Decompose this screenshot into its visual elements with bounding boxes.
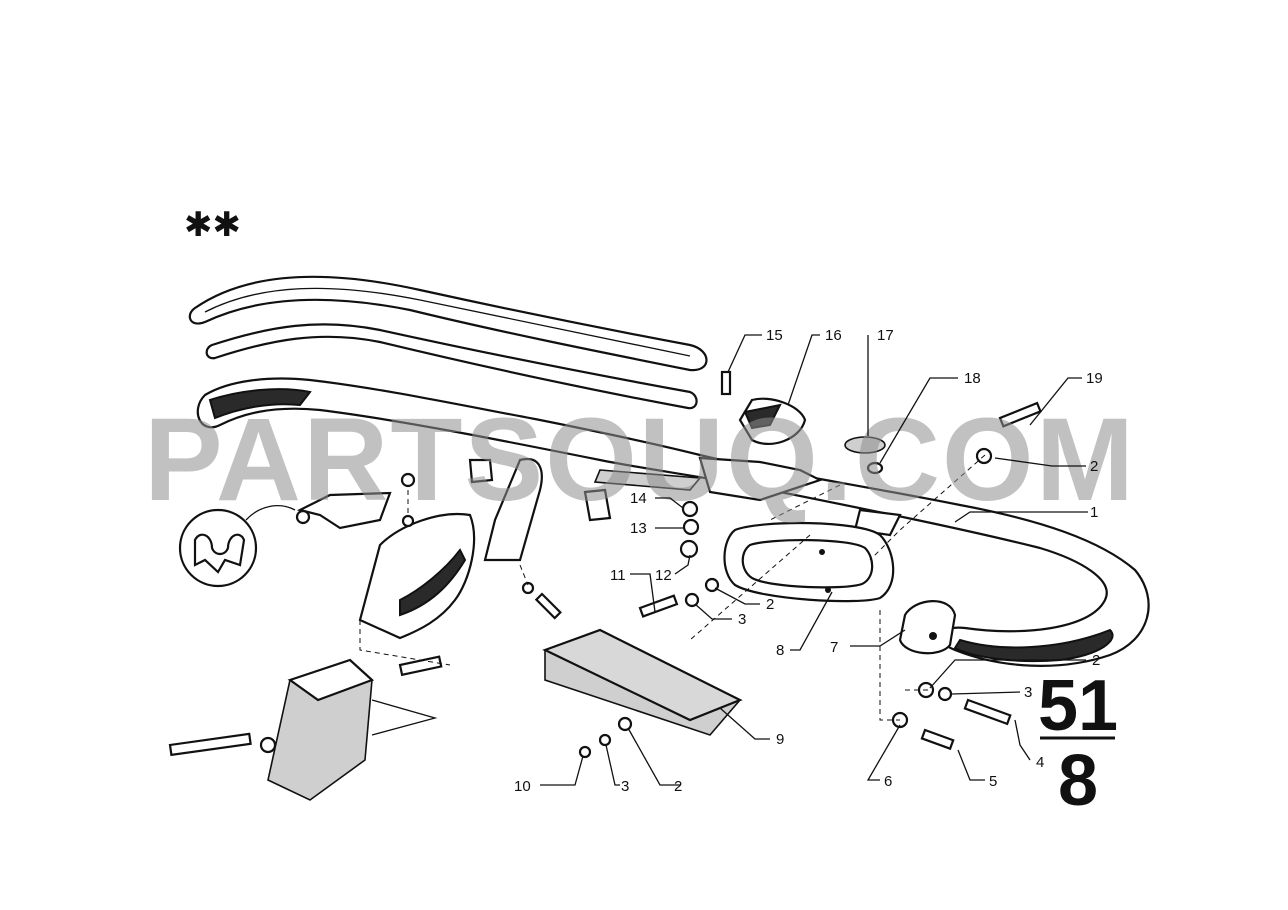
callout-12: 12 bbox=[655, 567, 672, 584]
foam-block bbox=[267, 658, 375, 801]
callout-15: 15 bbox=[766, 327, 783, 344]
group-number-bottom: 8 bbox=[1058, 741, 1098, 821]
callout-labels: 1 2 2 2 2 3 3 3 4 5 6 7 8 9 10 11 12 13 … bbox=[514, 327, 1103, 795]
assembly-lines bbox=[359, 454, 986, 721]
callout-leaders bbox=[540, 334, 1088, 786]
callout-9: 9 bbox=[776, 731, 784, 748]
washer-18 bbox=[866, 461, 884, 475]
callout-2-top: 2 bbox=[1090, 458, 1098, 475]
callout-17: 17 bbox=[877, 327, 894, 344]
callout-16: 16 bbox=[825, 327, 842, 344]
oval-frame bbox=[723, 521, 895, 603]
callout-3-bottom: 3 bbox=[621, 778, 629, 795]
connector-lines bbox=[371, 699, 438, 736]
bumper-guard-left bbox=[358, 457, 612, 640]
callout-10: 10 bbox=[514, 778, 531, 795]
callout-11: 11 bbox=[610, 567, 626, 584]
callout-1: 1 bbox=[1090, 504, 1098, 521]
callout-7: 7 bbox=[830, 639, 838, 656]
bumper-rubber-strip bbox=[188, 275, 708, 372]
cap-16 bbox=[738, 397, 807, 445]
callout-2-bottom: 2 bbox=[674, 778, 682, 795]
end-cap bbox=[898, 600, 957, 655]
hardware bbox=[168, 370, 1042, 759]
callout-2-oval: 2 bbox=[766, 596, 774, 613]
callout-6: 6 bbox=[884, 773, 892, 790]
group-number: 51 8 bbox=[1038, 666, 1118, 821]
callout-4: 4 bbox=[1036, 754, 1044, 771]
star-markers: ✱✱ bbox=[184, 205, 241, 245]
mounting-bracket bbox=[698, 456, 902, 537]
callout-3-oval: 3 bbox=[738, 611, 746, 628]
trim-strip bbox=[205, 323, 698, 410]
callout-3-right: 3 bbox=[1024, 684, 1032, 701]
clip-detail-inset bbox=[178, 505, 296, 588]
callout-13: 13 bbox=[630, 520, 647, 537]
watermark-text: PARTSOUQ.COM bbox=[144, 394, 1136, 526]
callout-14: 14 bbox=[630, 490, 647, 507]
cap-17 bbox=[844, 436, 886, 454]
callout-18: 18 bbox=[964, 370, 981, 387]
group-number-top: 51 bbox=[1038, 666, 1118, 746]
rubber-block bbox=[542, 628, 743, 736]
callout-2-right: 2 bbox=[1092, 652, 1100, 669]
callout-5: 5 bbox=[989, 773, 997, 790]
callout-8: 8 bbox=[776, 642, 784, 659]
callout-19: 19 bbox=[1086, 370, 1103, 387]
